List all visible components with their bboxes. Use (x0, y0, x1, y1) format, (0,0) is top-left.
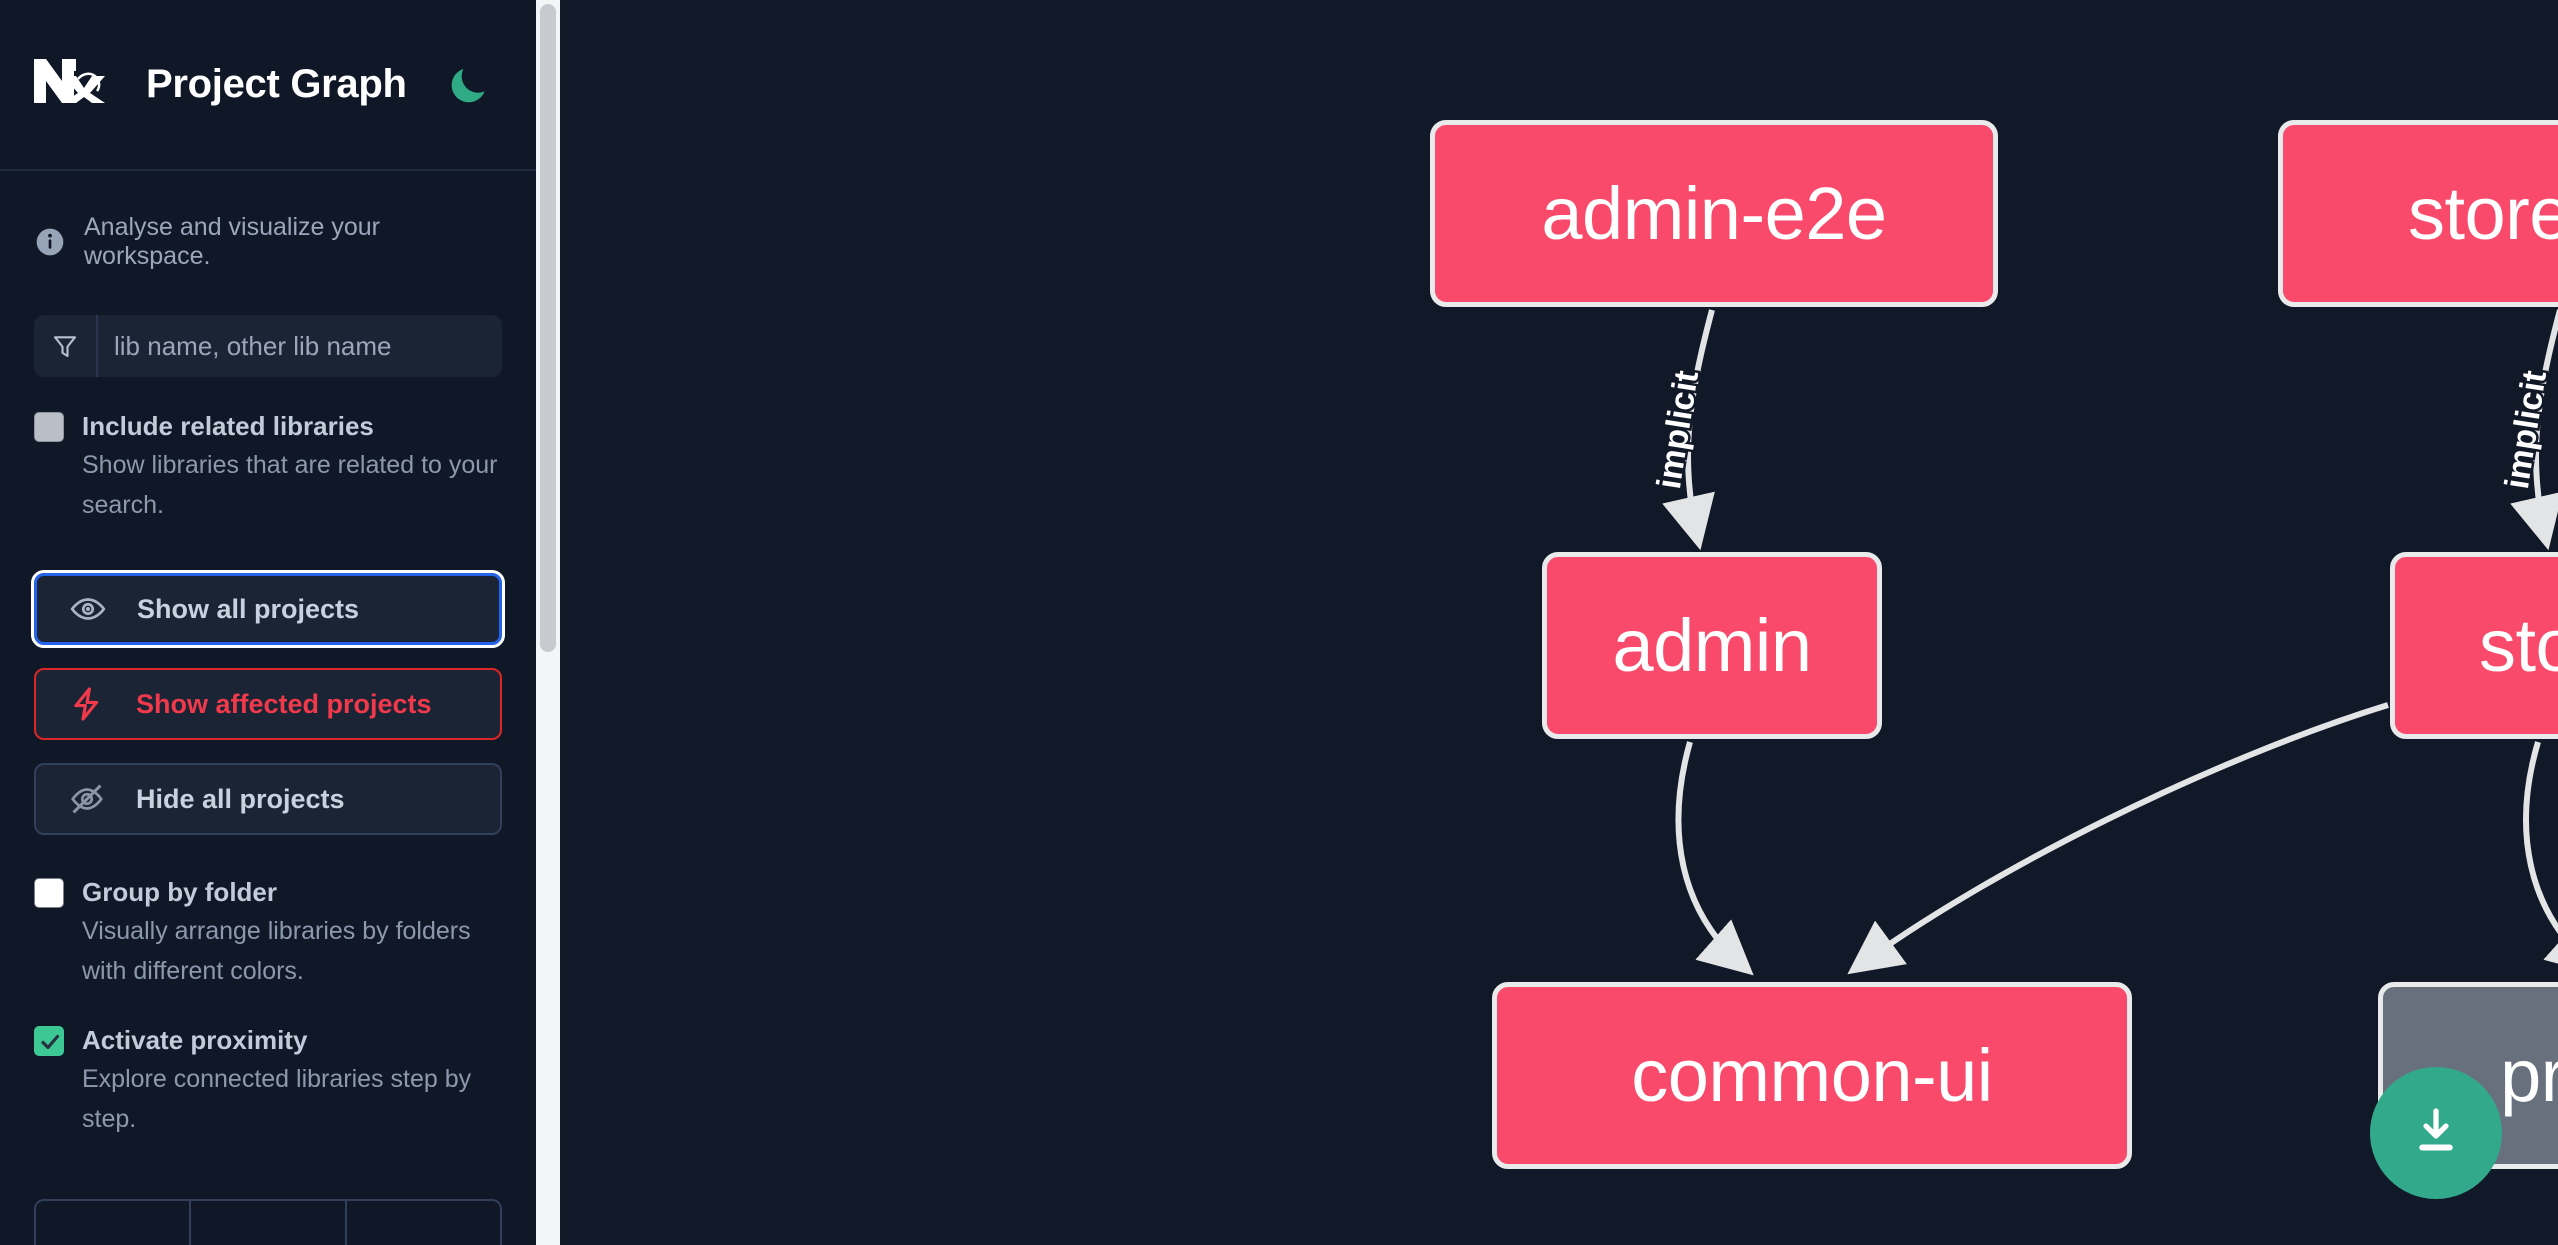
sidebar-header: Project Graph (0, 0, 536, 171)
segment-option-3[interactable] (346, 1201, 500, 1245)
moon-icon[interactable] (445, 61, 493, 109)
edge-store-to-products (2523, 741, 2558, 976)
edge-label-implicit-admin: implicit (1647, 365, 1708, 494)
eye-slash-icon (68, 780, 112, 818)
edge-label-implicit-store: implicit (2495, 365, 2556, 494)
download-icon (2406, 1101, 2466, 1166)
graph-canvas[interactable]: implicit implicit admin-e2e store-e2e ad… (560, 0, 2558, 1245)
sidebar-scrollbar-thumb[interactable] (540, 4, 556, 652)
edge-admin-e2e-to-admin (1662, 309, 1715, 551)
edge-store-e2e-to-store (2510, 309, 2558, 551)
filter-bar (34, 315, 502, 377)
search-input[interactable] (98, 315, 502, 377)
graph-node-label: products (2500, 1034, 2558, 1117)
show-all-projects-button[interactable]: Show all projects (31, 570, 505, 648)
show-all-projects-label: Show all projects (137, 593, 360, 624)
graph-node-common-ui[interactable]: common-ui (1492, 982, 2132, 1169)
page-title: Project Graph (146, 62, 407, 106)
tagline-text: Analyse and visualize your workspace. (84, 213, 380, 270)
nx-logo-icon (30, 55, 114, 115)
lightning-bolt-icon (68, 685, 112, 723)
segment-option-1[interactable] (36, 1201, 192, 1245)
activate-proximity-checkbox[interactable] (34, 1026, 64, 1056)
proximity-segmented-control (34, 1199, 502, 1245)
hide-all-projects-button[interactable]: Hide all projects (34, 763, 502, 835)
graph-node-label: admin-e2e (1541, 172, 1887, 255)
show-affected-projects-label: Show affected projects (136, 688, 432, 719)
download-graph-button[interactable] (2370, 1067, 2502, 1199)
graph-node-admin-e2e[interactable]: admin-e2e (1430, 120, 1998, 307)
project-visibility-buttons: Show all projects Show affected projects (31, 570, 505, 835)
segment-option-2[interactable] (191, 1201, 347, 1245)
checkbox-row-include-related-libraries: Include related libraries Show libraries… (0, 377, 536, 525)
activate-proximity-description: Explore connected libraries step by step… (82, 1065, 472, 1133)
edge-admin-to-common-ui (1675, 741, 1754, 976)
checkmark-icon (41, 1034, 60, 1050)
sidebar-content: Project Graph Analyse and visualize yo (0, 0, 536, 1245)
include-related-libraries-checkbox[interactable] (34, 412, 64, 442)
graph-edges: implicit implicit (1647, 309, 2558, 976)
graph-node-label: common-ui (1631, 1034, 1993, 1117)
show-affected-projects-button[interactable]: Show affected projects (34, 668, 502, 740)
graph-node-admin[interactable]: admin (1542, 552, 1882, 739)
include-related-libraries-label: Include related libraries (82, 411, 374, 441)
graph-node-store[interactable]: store (2390, 552, 2558, 739)
include-related-libraries-description: Show libraries that are related to your … (82, 451, 498, 519)
graph-node-label: admin (1612, 604, 1812, 687)
svg-text:implicit: implicit (1650, 368, 1706, 492)
graph-node-label: store-e2e (2407, 172, 2558, 255)
info-circle-icon (34, 226, 66, 258)
sidebar-scrollbar-track[interactable] (536, 0, 560, 1245)
sidebar: Project Graph Analyse and visualize yo (0, 0, 560, 1245)
hide-all-projects-label: Hide all projects (136, 783, 345, 814)
funnel-filter-icon[interactable] (34, 315, 98, 377)
tagline: Analyse and visualize your workspace. (0, 171, 536, 271)
svg-text:implicit: implicit (2498, 368, 2554, 492)
activate-proximity-label: Activate proximity (82, 1025, 308, 1055)
edge-store-to-common-ui (1847, 702, 2389, 975)
checkbox-row-group-by-folder: Group by folder Visually arrange librari… (0, 835, 536, 991)
group-by-folder-checkbox[interactable] (34, 878, 64, 908)
graph-node-store-e2e[interactable]: store-e2e (2278, 120, 2558, 307)
group-by-folder-description: Visually arrange libraries by folders wi… (82, 917, 471, 985)
graph-node-label: store (2478, 604, 2558, 687)
eye-icon (69, 590, 113, 628)
group-by-folder-label: Group by folder (82, 877, 277, 907)
checkbox-row-activate-proximity: Activate proximity Explore connected lib… (0, 991, 536, 1139)
